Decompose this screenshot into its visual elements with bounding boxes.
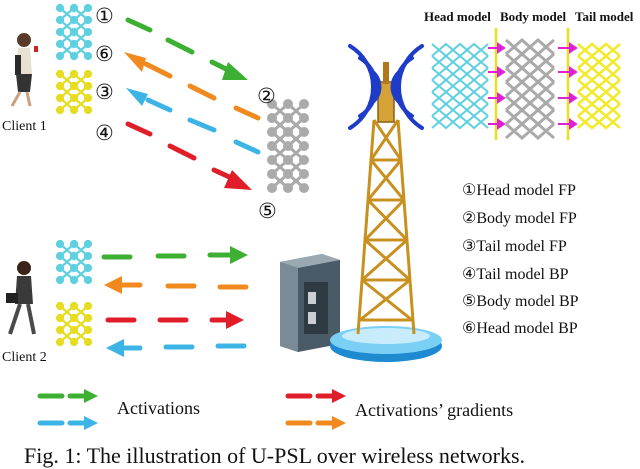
split-tail-network — [577, 42, 621, 130]
cell-tower-icon — [356, 62, 416, 335]
step-marker: ④ — [462, 266, 477, 283]
client-2-head-network — [55, 239, 93, 285]
client-2-arrow-gradient-forward — [105, 311, 244, 329]
arrow-number-6: ⑥ — [95, 42, 114, 66]
arrow-number-3: ③ — [95, 80, 114, 104]
step-1: ①Head model FP — [462, 180, 576, 200]
cut-layer-arrows — [488, 42, 578, 130]
step-text: Tail model BP — [476, 266, 569, 283]
step-marker: ⑤ — [462, 293, 477, 310]
step-text: Head model BP — [476, 320, 578, 337]
client-2-person-icon — [6, 261, 36, 335]
client-1-label: Client 1 — [2, 119, 47, 134]
server-cabinet-icon — [280, 254, 340, 352]
step-text: Body model FP — [476, 210, 577, 227]
client-2-label: Client 2 — [2, 350, 47, 365]
split-body-network — [505, 38, 555, 140]
tail-model-header: Tail model — [575, 9, 634, 24]
step-5: ⑤Body model BP — [462, 291, 579, 311]
step-6: ⑥Head model BP — [462, 318, 578, 338]
step-marker: ① — [462, 182, 477, 199]
arrow-6-head-bp — [124, 52, 261, 121]
step-4: ④Tail model BP — [462, 264, 569, 284]
step-marker: ⑥ — [462, 320, 477, 337]
split-head-network — [431, 42, 489, 130]
figure-caption: Fig. 1: The illustration of U-PSL over w… — [24, 443, 526, 468]
step-text: Head model FP — [476, 182, 576, 199]
step-marker: ③ — [462, 238, 477, 255]
legend-gradient-forward-arrow — [285, 389, 346, 403]
client-2-arrow-gradient-backward — [104, 276, 249, 294]
arrow-1-head-fp — [125, 17, 248, 80]
body-model-header: Body model — [500, 9, 567, 24]
client-1-head-network — [55, 3, 93, 61]
cut-layer-lines — [494, 28, 570, 140]
arrow-number-2: ② — [257, 84, 276, 108]
legend-gradients-label: Activations’ gradients — [355, 400, 514, 420]
arrow-number-5: ⑤ — [258, 199, 277, 223]
client-1-person-icon — [10, 33, 38, 107]
step-text: Body model BP — [476, 293, 579, 310]
legend-activation-forward-arrow — [37, 389, 98, 403]
arrow-3-tail-fp — [126, 88, 261, 155]
radio-wave-icon — [348, 44, 424, 130]
client-2-tail-network — [55, 301, 93, 347]
step-marker: ② — [462, 210, 477, 227]
legend-activation-backward-arrow — [37, 416, 98, 430]
step-3: ③Tail model FP — [462, 236, 567, 256]
client-2-arrow-activation-backward — [106, 339, 247, 357]
arrow-number-1: ① — [95, 4, 114, 28]
head-model-header: Head model — [424, 9, 491, 24]
arrow-number-4: ④ — [95, 121, 114, 145]
legend-activations-label: Activations — [117, 398, 200, 418]
base-station-platform — [330, 326, 442, 362]
server-body-network — [267, 99, 309, 193]
client-1-tail-network — [55, 69, 93, 115]
legend-gradient-backward-arrow — [285, 416, 346, 430]
client-2-arrow-activation-forward — [101, 246, 248, 264]
step-2: ②Body model FP — [462, 208, 577, 228]
step-text: Tail model FP — [476, 238, 567, 255]
arrow-4-tail-bp — [125, 121, 252, 190]
